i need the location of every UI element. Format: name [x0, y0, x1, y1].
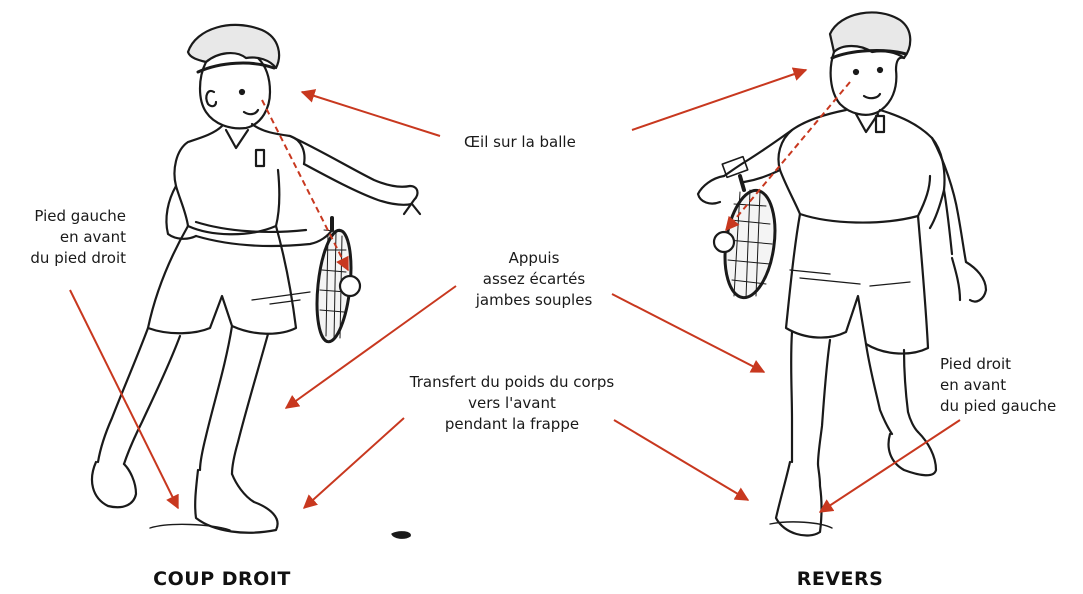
arrow-eye-backhand: [631, 67, 808, 131]
annotation-arrows: [69, 67, 961, 513]
label-weight-transfer-line-2: vers l'avant: [468, 394, 556, 412]
label-left-foot-line-1: Pied gauche: [34, 207, 126, 225]
label-right-foot-line-1: Pied droit: [940, 355, 1011, 373]
forehand-sight-line: [261, 99, 349, 272]
title-forehand: COUP DROIT: [153, 568, 291, 590]
label-weight-transfer: Transfert du poids du corps vers l'avant…: [410, 372, 614, 435]
arrow-supports-backhand: [611, 293, 766, 373]
label-left-foot-line-3: du pied droit: [30, 249, 126, 267]
sight-lines: [261, 81, 851, 272]
arrow-left-foot: [69, 289, 179, 510]
backhand-sight-line: [725, 81, 851, 232]
label-eye-on-ball: Œil sur la balle: [464, 132, 576, 153]
arrow-supports-forehand: [284, 285, 457, 409]
label-weight-transfer-line-1: Transfert du poids du corps: [409, 373, 615, 391]
label-left-foot: Pied gauche en avant du pied droit: [8, 206, 126, 269]
label-supports-line-2: assez écartés: [482, 270, 586, 288]
label-right-foot-line-2: en avant: [940, 376, 1007, 394]
label-weight-transfer-line-3: pendant la frappe: [444, 415, 580, 433]
label-right-foot: Pied droit en avant du pied gauche: [940, 354, 1056, 417]
label-supports: Appuis assez écartés jambes souples: [476, 248, 593, 311]
arrow-eye-forehand: [300, 89, 441, 137]
forehand-player-figure: [90, 23, 422, 539]
title-backhand: REVERS: [796, 568, 884, 590]
label-supports-line-3: jambes souples: [475, 291, 593, 309]
arrow-weight-forehand: [302, 417, 405, 509]
arrow-right-foot: [818, 419, 961, 513]
label-right-foot-line-3: du pied gauche: [940, 397, 1057, 415]
arrow-weight-backhand: [613, 419, 750, 501]
label-eye-on-ball-text: Œil sur la balle: [464, 133, 576, 151]
label-left-foot-line-2: en avant: [59, 228, 126, 246]
label-supports-line-1: Appuis: [508, 249, 560, 267]
